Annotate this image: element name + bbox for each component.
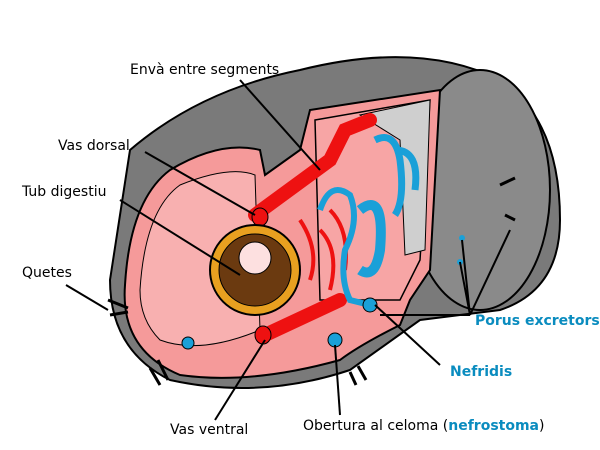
coelom-opening-text: Obertura al celoma (: [303, 418, 449, 434]
label-dorsal-vessel: Vas dorsal: [58, 138, 130, 154]
nephrostome: [327, 332, 343, 348]
label-gut: Tub digestiu: [22, 184, 107, 200]
label-coelom-opening: Obertura al celoma (nefrostoma): [303, 418, 544, 434]
nephrostome-2: [362, 297, 378, 313]
leader-lines: [65, 79, 511, 421]
ventral-vessel: [258, 293, 347, 342]
inner-wall: [358, 99, 431, 256]
dorsal-vessel: [248, 113, 377, 222]
label-pores: Porus excretors: [475, 313, 600, 329]
nephrostome-3: [181, 336, 195, 350]
label-ventral-vessel: Vas ventral: [170, 422, 249, 438]
close-paren: ): [539, 418, 545, 434]
nephridium-2: [356, 200, 386, 278]
setae: [107, 176, 516, 386]
label-septum: Envà entre segments: [130, 62, 280, 78]
nephrostome-text: nefrostoma: [448, 418, 540, 434]
nephridium: [317, 187, 371, 308]
label-setae: Quetes: [22, 265, 72, 281]
label-nephridia: Nefridis: [450, 364, 513, 380]
